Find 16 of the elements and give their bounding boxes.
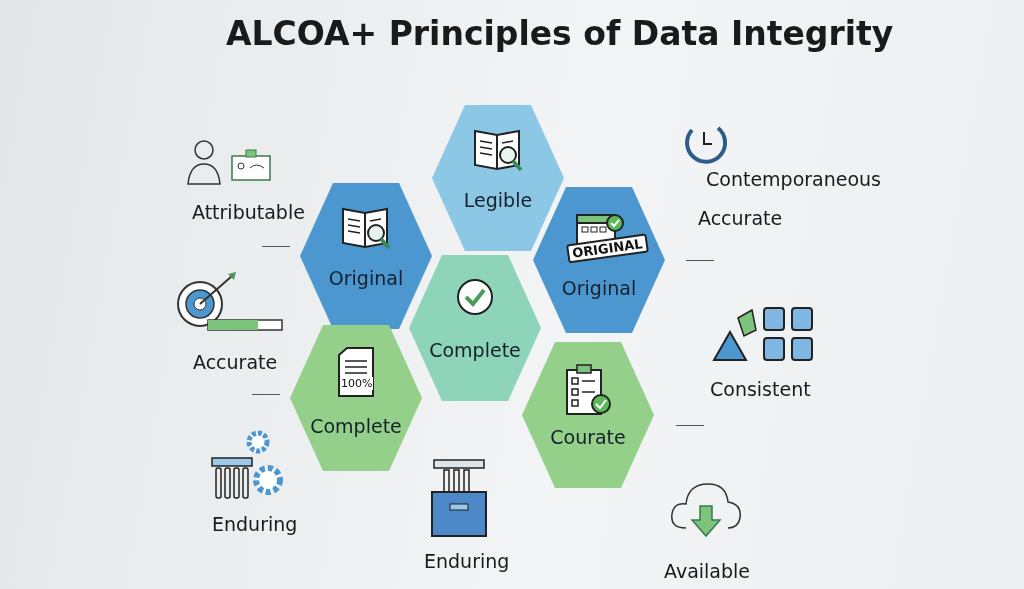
percent-text: 100%	[340, 377, 374, 390]
title: ALCOA+ Principles of Data Integrity	[226, 14, 894, 53]
principle-label: Available	[664, 560, 750, 582]
principle-label: Enduring	[212, 513, 298, 535]
principle-label: Attributable	[192, 201, 305, 223]
tile-label: Original	[560, 277, 638, 299]
tile-label: Courate	[549, 426, 627, 448]
principle-label: Enduring	[424, 550, 510, 572]
principle-label: Accurate	[698, 207, 783, 229]
principle-label: Accurate	[193, 351, 278, 373]
principle-label: Consistent	[710, 378, 811, 400]
tile-label: Legible	[462, 189, 534, 211]
tile-label: Original	[327, 267, 405, 289]
tile-label: Complete	[309, 415, 403, 437]
principle-label: Contemporaneous	[706, 168, 882, 190]
tile-label: Complete	[428, 339, 522, 361]
